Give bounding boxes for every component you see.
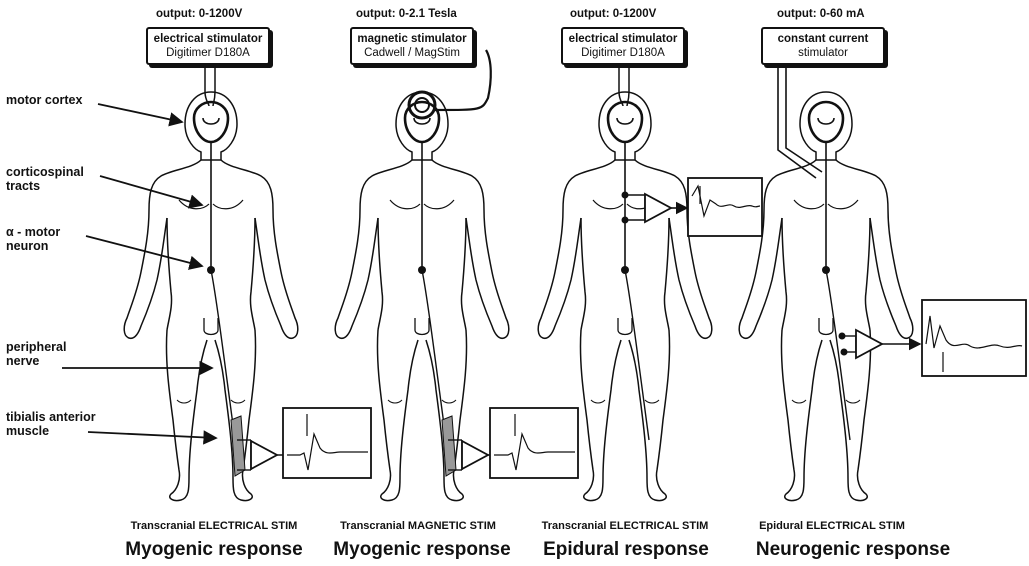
output-label-1: output: 0-1200V: [156, 8, 242, 21]
output-label-4: output: 0-60 mA: [777, 8, 865, 21]
stimulator-2-line2: Cadwell / MagStim: [352, 46, 472, 60]
caption-response-3: Epidural response: [526, 539, 726, 561]
figure-4-body: [739, 65, 920, 501]
caption-method-4: Epidural ELECTRICAL STIM: [742, 520, 922, 532]
caption-method-1: Transcranial ELECTRICAL STIM: [116, 520, 312, 532]
caption-response-1: Myogenic response: [110, 539, 318, 561]
output-label-2: output: 0-2.1 Tesla: [356, 8, 457, 21]
label-peripheral-nerve: peripheral nerve: [6, 340, 66, 368]
label-motor-cortex: motor cortex: [6, 93, 82, 107]
recording-box-1: [283, 408, 371, 478]
recording-box-3: [688, 178, 762, 236]
stimulator-box-4: constant current stimulator: [761, 27, 885, 65]
label-tibialis-anterior: tibialis anterior muscle: [6, 410, 96, 438]
stimulator-box-1: electrical stimulator Digitimer D180A: [146, 27, 270, 65]
caption-method-2: Transcranial MAGNETIC STIM: [318, 520, 518, 532]
stimulator-3-line2: Digitimer D180A: [563, 46, 683, 60]
stimulator-box-3: electrical stimulator Digitimer D180A: [561, 27, 685, 65]
stimulator-2-line1: magnetic stimulator: [352, 32, 472, 46]
stimulator-box-2: magnetic stimulator Cadwell / MagStim: [350, 27, 474, 65]
recording-box-2: [490, 408, 578, 478]
caption-response-2: Myogenic response: [318, 539, 526, 561]
label-corticospinal-tracts: corticospinal tracts: [6, 165, 84, 193]
recording-box-4: [922, 300, 1026, 376]
label-arrows: [62, 104, 216, 438]
stimulator-1-line1: electrical stimulator: [148, 32, 268, 46]
stimulator-3-line1: electrical stimulator: [563, 32, 683, 46]
caption-method-3: Transcranial ELECTRICAL STIM: [522, 520, 728, 532]
label-alpha-motor-neuron: α - motor neuron: [6, 225, 60, 253]
caption-response-4: Neurogenic response: [738, 539, 968, 561]
stimulator-1-line2: Digitimer D180A: [148, 46, 268, 60]
output-label-3: output: 0-1200V: [570, 8, 656, 21]
stimulator-4-line1: constant current: [763, 32, 883, 46]
stimulator-4-line2: stimulator: [763, 46, 883, 60]
